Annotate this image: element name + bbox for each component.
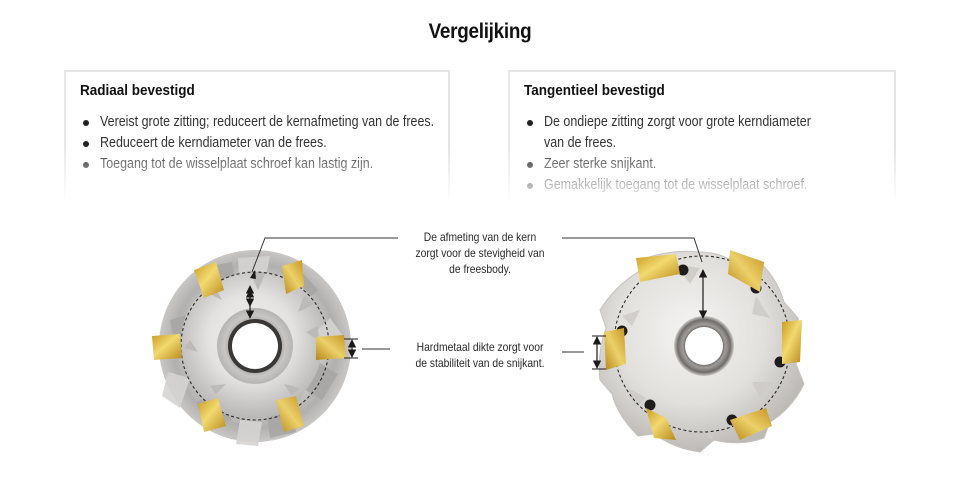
insert-icon — [636, 254, 680, 282]
bullet-dot-icon — [83, 141, 89, 147]
insert-icon — [316, 335, 346, 360]
bullet-item: Vereist grote zitting; reduceert de kern… — [80, 112, 489, 133]
insert-icon — [194, 262, 224, 298]
bullet-dot-icon — [83, 120, 89, 126]
insert-icon — [782, 320, 802, 364]
insert-icon — [728, 250, 764, 292]
panel-heading: Tangentieel bevestigd — [524, 82, 665, 99]
insert-icon — [604, 328, 626, 370]
panel-heading: Radiaal bevestigd — [80, 82, 195, 99]
core-leader-line — [251, 237, 398, 273]
insert-icon — [198, 398, 226, 432]
carbide-thickness-callout: Hardmetaal dikte zorgt voor de stabilite… — [415, 340, 545, 370]
radial-cutter-illustration — [152, 237, 398, 446]
radial-mounted-panel: Radiaal bevestigd Vereist grote zitting;… — [64, 70, 450, 205]
insert-icon — [276, 396, 304, 432]
insert-icon — [646, 408, 676, 440]
insert-icon — [282, 260, 304, 294]
carbide-inserts — [152, 260, 346, 432]
page-title: Vergelijking — [428, 20, 532, 43]
tangential-cutter-illustration — [562, 237, 805, 453]
core-leader-line — [562, 237, 703, 263]
carbide-inserts — [604, 250, 802, 440]
bullet-dot-icon — [527, 120, 533, 126]
core-size-callout: De afmeting van de kern zorgt voor de st… — [415, 230, 545, 276]
tangential-mounted-panel: Tangentieel bevestigd De ondiepe zitting… — [508, 70, 896, 205]
insert-icon — [730, 408, 772, 440]
insert-icon — [152, 334, 182, 360]
